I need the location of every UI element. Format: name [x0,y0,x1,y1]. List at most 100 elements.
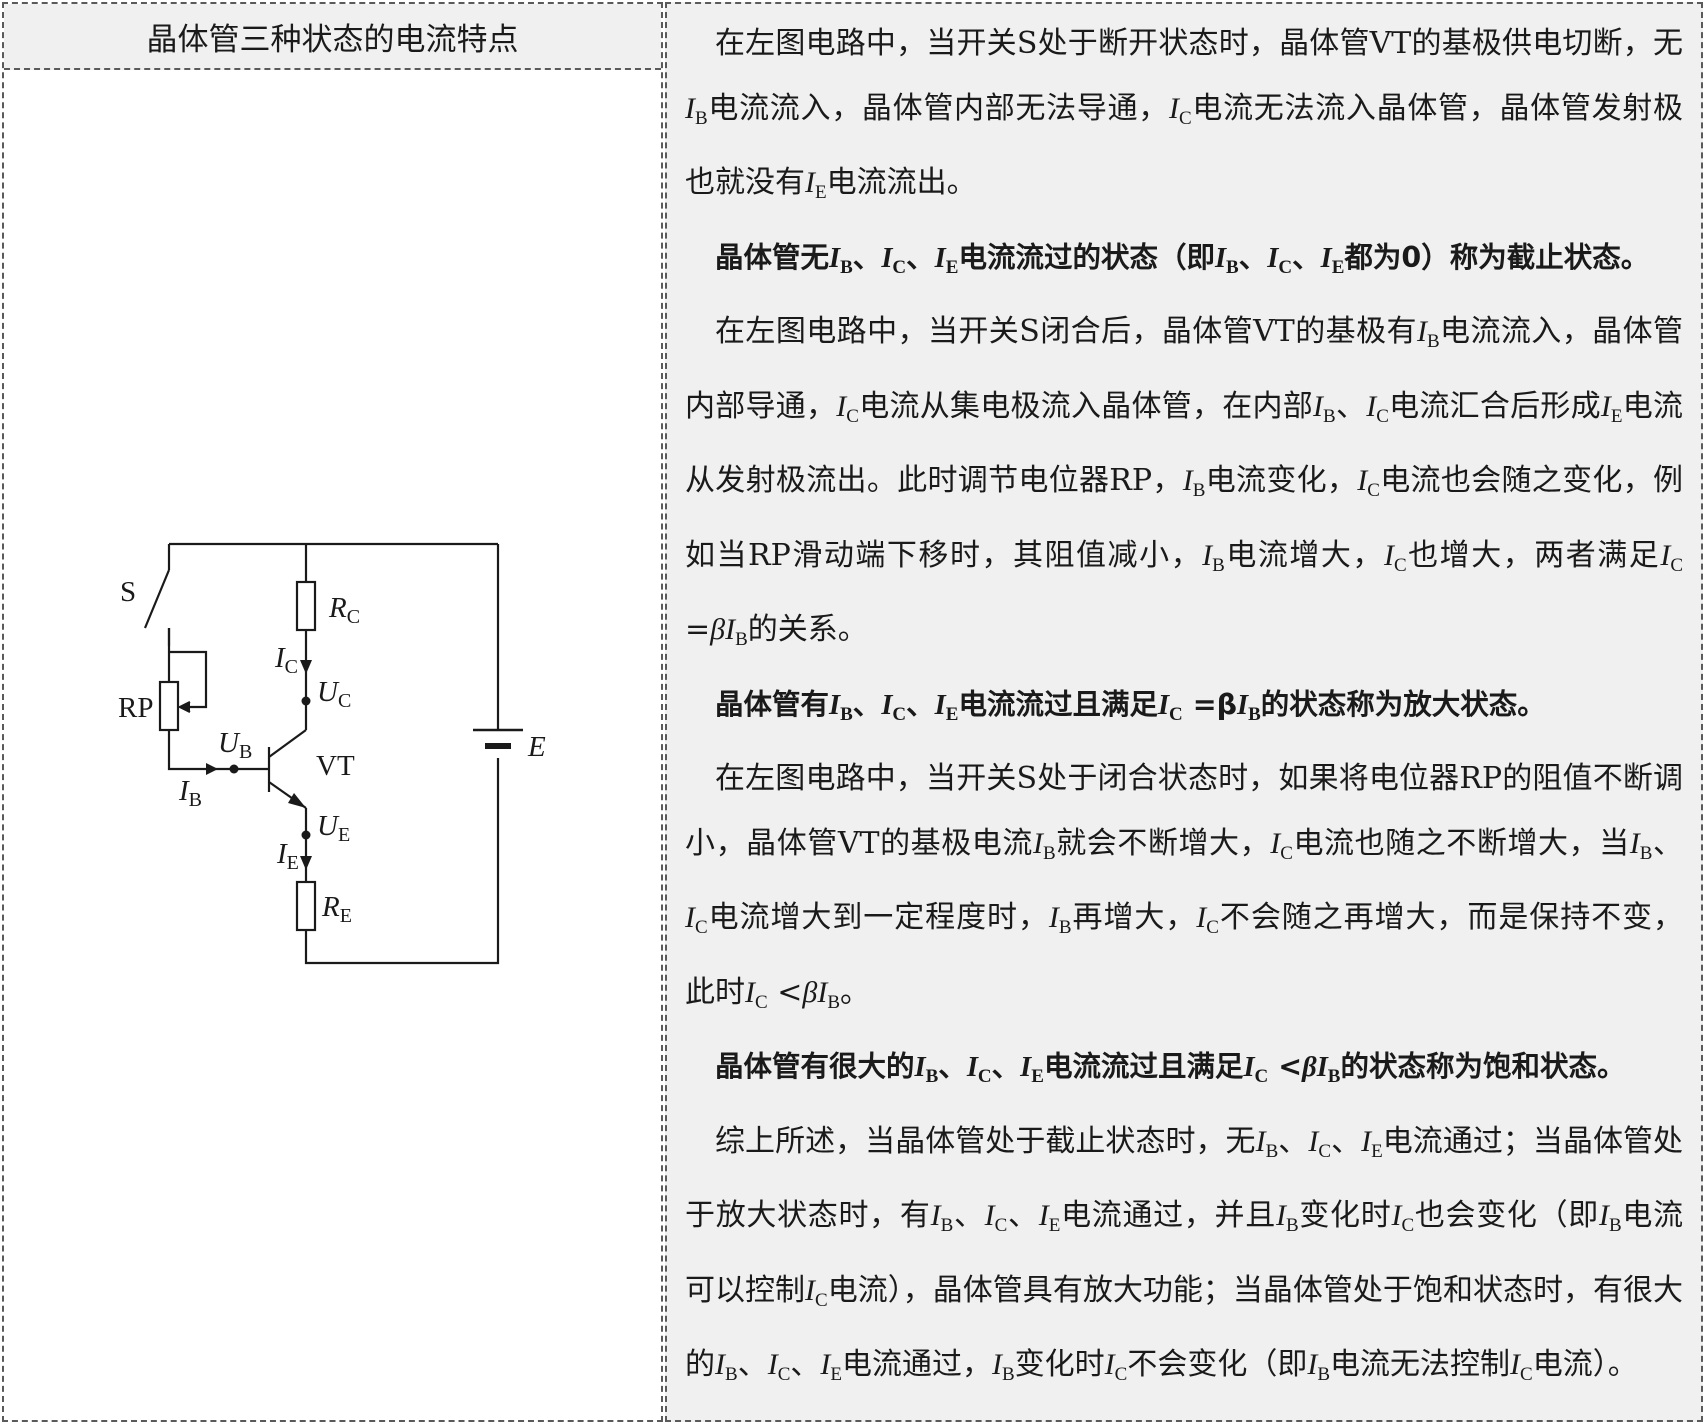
math-subscript: B [1042,842,1056,864]
math-subscript: C [1114,1364,1128,1385]
label-ic: IC [274,642,298,678]
text-run: 电流流出。 [826,165,977,200]
label-ue: UE [317,810,350,846]
text-run: 电流从发射极流出。此时调节电位器RP， [685,388,1684,499]
math-subscript: C [1367,480,1380,501]
potentiometer-rp [158,680,180,732]
math-variable: I [934,242,946,274]
math-variable: I [881,242,893,274]
math-subscript: C [846,405,859,427]
switch-blade [143,569,171,629]
text-run: 电流无法流入晶体管，晶体管发射极也就没有 [685,90,1683,201]
math-variable: I [745,975,755,1009]
text-run: 电流流过且满足 [1043,1050,1244,1083]
text-run: < [1268,1050,1303,1083]
text-run: 在左图电路中，当开关S处于闭合状态时，如果将电位器RP的阻值不断调小，晶体管VT… [685,761,1683,861]
text-run: 电流）。 [1532,1347,1638,1382]
math-variable: I [1048,901,1059,934]
text-run: 、 [852,687,882,721]
paragraph-definition: 晶体管有IB、IC、IE电流流过且满足IC =βIB的状态称为放大状态。 [685,673,1683,748]
ib-arrow [206,763,218,775]
text-run: 都为0）称为截止状态。 [1344,240,1650,274]
math-variable: βI [710,613,736,646]
paragraph-definition: 晶体管无IB、IC、IE电流流过的状态（即IB、IC、IE都为0）称为截止状态。 [685,226,1683,301]
math-subscript: E [945,256,959,278]
text-run: 电流可以控制 [685,1198,1684,1308]
circuit-diagram: S RP RC IC UC UB IB VT UE IE RE E [4,70,661,1420]
math-subscript: C [1169,703,1183,725]
math-subscript: C [1670,554,1684,576]
text-run: 、 [1331,1123,1362,1159]
math-subscript: C [755,991,768,1013]
math-variable: I [1383,538,1394,572]
label-ub: UB [218,727,252,763]
text-run: 晶体管有 [715,687,830,721]
math-subscript: E [1610,405,1623,427]
text-run: 、 [906,240,935,274]
left-panel: 晶体管三种状态的电流特点 [2,2,663,1422]
math-subscript: B [1226,256,1239,278]
math-subscript: E [1048,1215,1061,1236]
math-subscript: C [994,1215,1008,1236]
text-run: 、 [938,1050,967,1083]
rp-wiper-arrow [177,701,191,713]
text-run: 电流也会随之变化，例如当RP滑动端下移时，其阻值减小， [685,463,1684,573]
math-variable: I [1599,1199,1609,1232]
math-subscript: C [695,917,708,938]
math-subscript: B [1323,405,1336,427]
math-subscript: B [1609,1215,1622,1236]
text-run: 、 [953,1198,985,1233]
math-variable: I [1416,315,1427,348]
math-variable: I [1196,901,1207,934]
math-subscript: B [1285,1215,1299,1236]
math-subscript: C [892,256,907,278]
math-variable: I [1320,242,1332,274]
math-subscript: B [1327,1066,1341,1087]
math-variable: I [966,1052,978,1083]
math-subscript: B [1426,331,1440,352]
text-run: 电流流过且满足 [958,687,1158,721]
math-subscript: C [892,703,907,725]
math-variable: I [1308,1124,1319,1158]
math-subscript: C [1206,917,1219,938]
math-subscript: B [1265,1140,1279,1162]
math-variable: I [1307,1348,1318,1381]
math-variable: I [820,1348,831,1381]
text-run: 、 [1652,825,1683,861]
math-variable: I [767,1348,778,1381]
math-subscript: C [1376,405,1389,427]
math-variable: I [934,689,946,721]
text-run: 晶体管无 [715,240,830,274]
node-ue [301,830,311,840]
label-switch: S [120,576,136,608]
math-subscript: C [815,1289,828,1311]
text-run: 电流汇合后形成 [1388,388,1601,424]
math-variable: I [1032,826,1043,860]
math-variable: I [1104,1348,1115,1381]
math-subscript: B [1192,480,1206,501]
math-subscript: C [1179,107,1192,129]
math-subscript: C [1393,554,1407,576]
math-subscript: B [735,629,748,650]
math-subscript: E [830,1364,842,1385]
paragraph-definition: 晶体管有很大的IB、IC、IE电流流过且满足IC <βIB的状态称为饱和状态。 [685,1035,1683,1110]
text-run: 就会不断增大， [1055,825,1271,861]
math-subscript: B [925,1066,939,1087]
math-variable: I [805,1273,816,1307]
text-run: 在左图电路中，当开关S闭合后，晶体管VT的基极有 [715,314,1417,349]
text-run: 、 [906,687,935,721]
ic-arrow [300,660,312,674]
math-subscript: B [1639,842,1653,864]
math-variable: I [685,91,695,125]
math-variable: I [1255,1124,1266,1158]
wire-rp-loop [169,650,208,709]
math-variable: I [1038,1199,1049,1232]
math-variable: I [1629,826,1640,860]
text-run: 再增大， [1071,900,1197,935]
text-run: 的状态称为放大状态。 [1260,687,1546,721]
ie-arrow [300,856,312,870]
text-run: = [685,612,711,647]
text-run: 电流从集电极流入晶体管，在内部 [858,388,1313,424]
math-subscript: B [1058,917,1072,938]
math-variable: I [881,689,893,721]
